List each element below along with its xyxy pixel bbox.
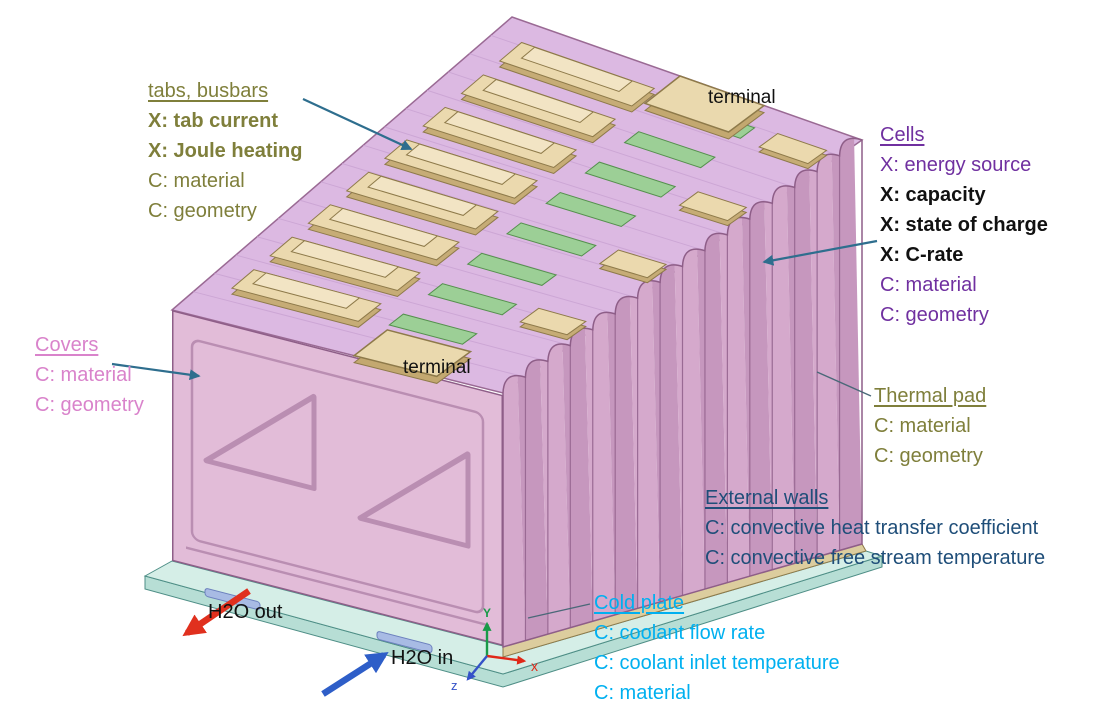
h2o-in-arrow — [321, 652, 389, 697]
vent — [388, 313, 478, 345]
y-axis-label: Y — [483, 606, 491, 620]
h2o-out-arrow — [182, 588, 251, 637]
cover-rib — [357, 451, 471, 549]
coolant-port-slot — [376, 631, 433, 653]
terminal-label-front: terminal — [403, 357, 471, 378]
cover-face — [172, 310, 503, 646]
annotation-line: C: convective free stream temperature — [705, 547, 1046, 569]
cover-panel — [190, 339, 485, 614]
tab — [519, 307, 587, 336]
annotation-line: C: geometry — [35, 394, 144, 416]
thermal-pad-callout: Thermal pad C: material C: geometry — [874, 381, 986, 471]
annotation-line: C: material — [880, 274, 977, 296]
vent — [623, 131, 716, 169]
top-face-cell-line — [426, 89, 773, 204]
tab — [758, 132, 828, 165]
annotation-line: C: material — [594, 682, 691, 704]
annotation-line: C: convective heat transfer coefficient — [705, 517, 1039, 539]
external-walls-callout: External walls C: convective heat transf… — [705, 483, 1045, 573]
cover-groove — [186, 546, 489, 627]
h2o-out-label: H2O out — [208, 601, 283, 623]
annotation-line: X: tab current — [148, 110, 279, 132]
cold-plate-leader — [527, 603, 591, 619]
annotation-line: C: material — [874, 415, 971, 437]
cells-callout: Cells X: energy source X: capacity X: st… — [880, 120, 1048, 330]
cells-face-outline — [502, 137, 863, 648]
terminal-label-rear: terminal — [708, 87, 776, 108]
annotation-line: C: material — [35, 364, 132, 386]
x-axis-arrow — [486, 654, 527, 665]
z-axis-label: z — [451, 678, 458, 693]
z-axis-arrow — [466, 655, 488, 681]
coolant-port-in — [376, 631, 433, 653]
terminal-block-rear — [643, 75, 766, 133]
annotation-line: X: C-rate — [880, 244, 964, 266]
busbar-tab — [367, 175, 478, 216]
annotation-line: C: coolant inlet temperature — [594, 652, 840, 674]
thermal-pad-title: Thermal pad — [874, 385, 987, 407]
cold-plate-callout: Cold plate C: coolant flow rate C: coola… — [594, 588, 840, 705]
vent — [505, 222, 597, 257]
top-face-cell-line — [384, 126, 728, 236]
top-face-cell-line — [193, 291, 526, 378]
terminal-block-front — [352, 329, 473, 378]
busbar-tab — [443, 111, 556, 154]
top-face-cell-line — [235, 254, 571, 347]
h2o-in-label: H2O in — [391, 647, 454, 669]
cover-rib — [203, 393, 317, 492]
thermal-pad-leader — [816, 371, 872, 397]
busbar-tab — [405, 143, 517, 185]
vent — [466, 252, 558, 286]
busbar-tab — [482, 78, 595, 124]
tabs-busbars-title: tabs, busbars — [148, 80, 269, 102]
tabs-busbars-arrow — [302, 98, 413, 151]
busbar-tab — [328, 207, 439, 247]
cell-stripe — [503, 365, 526, 647]
annotation-line: C: geometry — [148, 200, 257, 222]
annotation-line: C: material — [148, 170, 245, 192]
annotation-line: C: coolant flow rate — [594, 622, 766, 644]
external-walls-title: External walls — [705, 487, 829, 509]
top-face-cell-line — [341, 163, 683, 267]
vent — [427, 283, 518, 316]
cover-group — [172, 310, 503, 646]
cells-arrow — [762, 239, 878, 266]
cells-face — [503, 138, 862, 647]
tabs-busbars-callout: tabs, busbars X: tab current X: Joule he… — [148, 76, 302, 226]
covers-title: Covers — [35, 334, 99, 356]
tab — [598, 249, 668, 279]
busbar-tab — [251, 272, 361, 309]
annotation-line: C: geometry — [880, 304, 989, 326]
annotation-line: X: energy source — [880, 154, 1032, 176]
busbar-tab — [290, 240, 400, 278]
covers-arrow — [111, 362, 201, 381]
vent — [584, 161, 677, 198]
annotation-line: C: geometry — [874, 445, 983, 467]
annotation-line: X: state of charge — [880, 214, 1048, 236]
covers-callout: Covers C: material C: geometry — [35, 330, 144, 420]
annotation-line: X: capacity — [880, 184, 986, 206]
busbar-tab — [520, 46, 634, 93]
vent — [545, 191, 637, 228]
cells-title: Cells — [880, 124, 925, 146]
tab — [678, 191, 748, 222]
annotation-line: X: Joule heating — [148, 140, 303, 162]
x-axis-label: x — [531, 658, 538, 674]
cold-plate-title: Cold plate — [594, 592, 685, 614]
